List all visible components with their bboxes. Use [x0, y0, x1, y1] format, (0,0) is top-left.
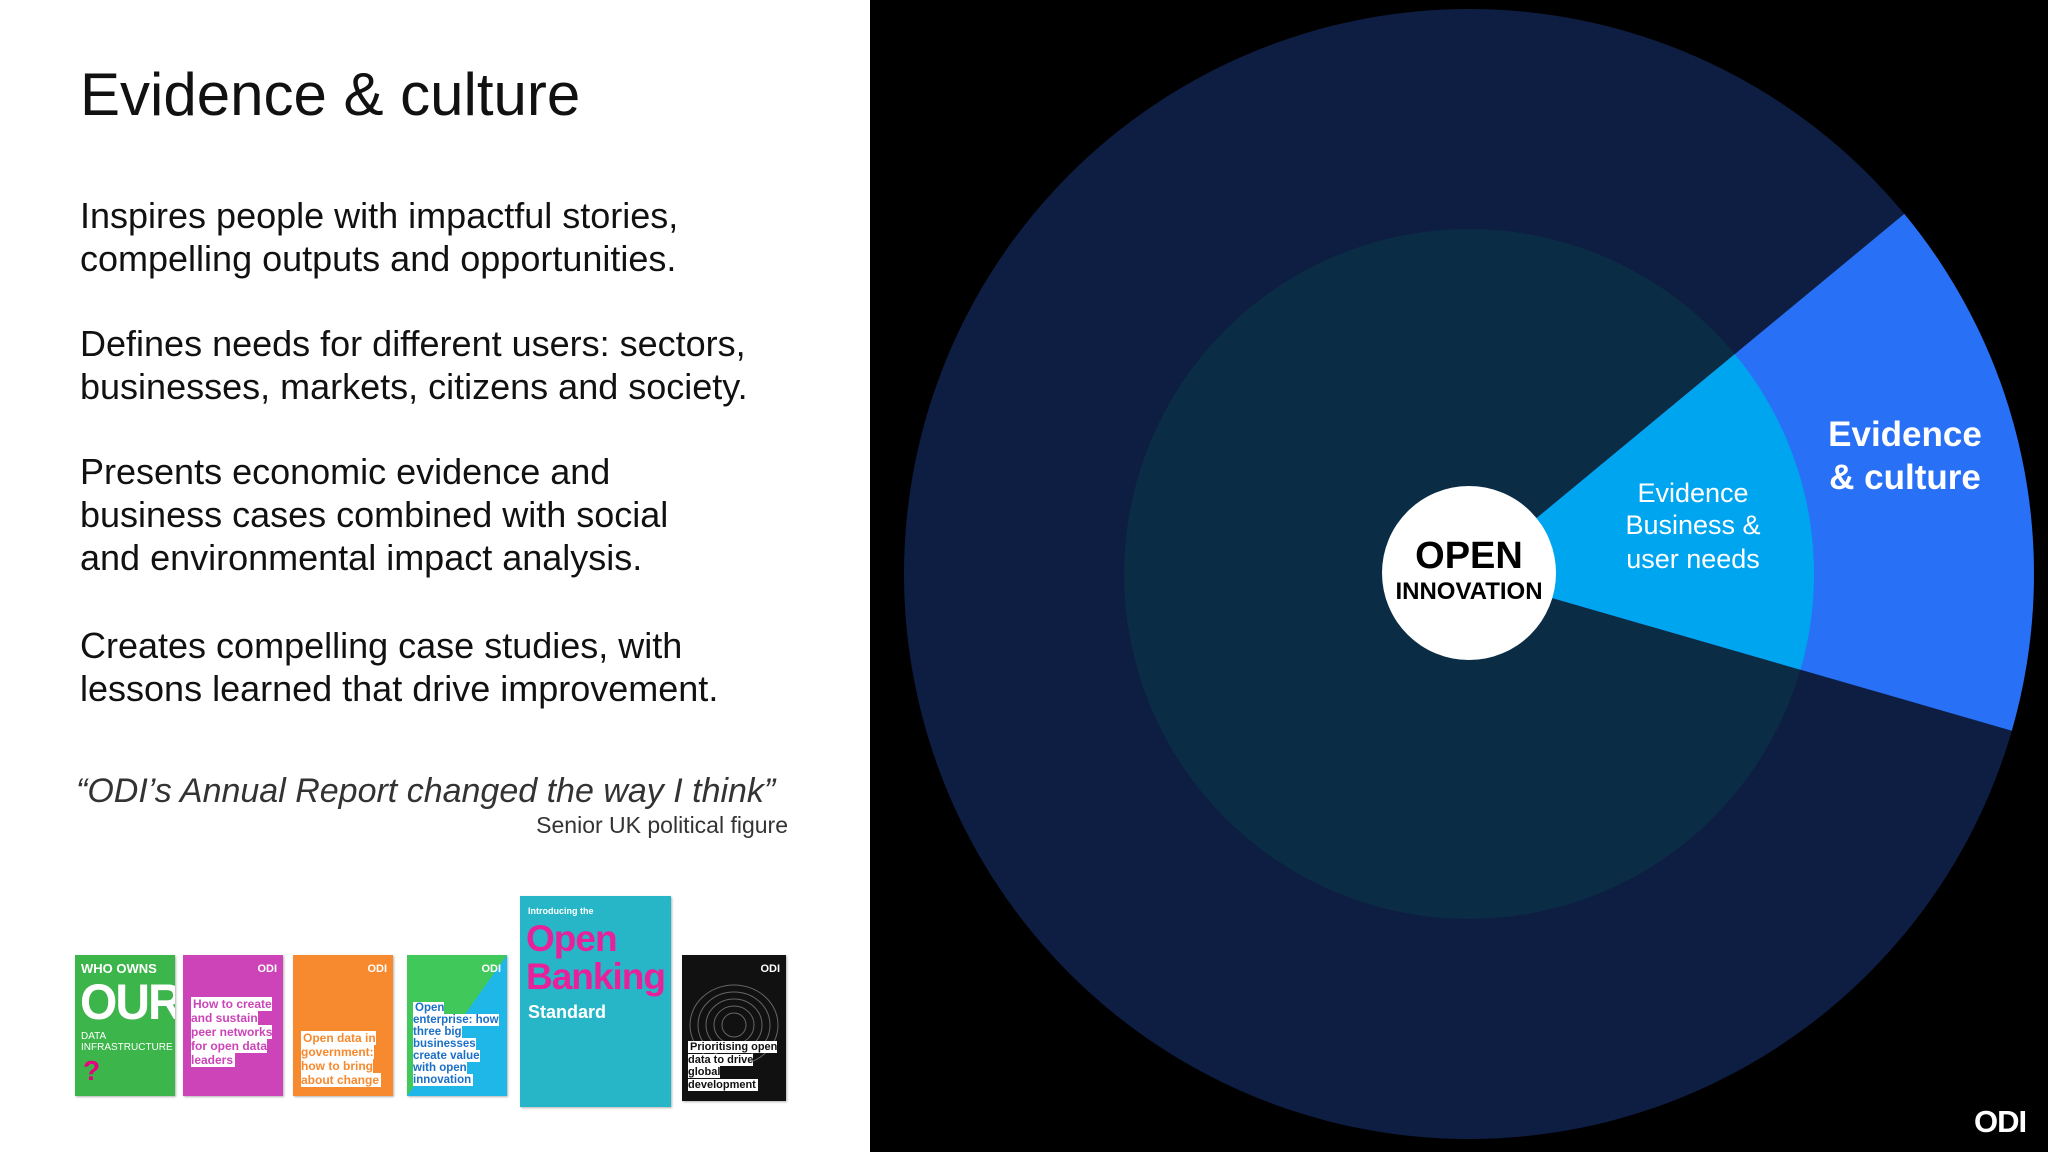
odi-logo: ODI	[367, 963, 387, 975]
open-innovation-center	[1382, 486, 1556, 660]
evidence-business-wedge	[1469, 354, 1815, 670]
cover-text: DATA	[81, 1031, 107, 1042]
paragraph-presents: Presents economic evidence and business …	[80, 450, 840, 579]
cover-text: OUR	[80, 974, 175, 1031]
paragraph-line: Presents economic evidence and	[80, 451, 611, 492]
text-panel: Evidence & culture Inspires people with …	[0, 0, 870, 1152]
paragraph-line: lessons learned that drive improvement.	[80, 668, 719, 709]
slide-title: Evidence & culture	[80, 61, 581, 128]
paragraph-line: businesses, markets, citizens and societ…	[80, 366, 748, 407]
odi-logo: ODI	[1974, 1104, 2027, 1139]
inner-wedge-label-line: Business &	[1625, 510, 1760, 540]
cover-mark: ?	[83, 1055, 101, 1086]
report-cover-open-banking: Introducing the Open Banking Standard	[520, 896, 671, 1107]
odi-logo: ODI	[760, 963, 780, 975]
odi-logo: ODI	[257, 963, 277, 975]
cover-text: INFRASTRUCTURE	[81, 1042, 173, 1053]
outer-wedge-label-line: & culture	[1829, 458, 1981, 497]
paragraph-line: compelling outputs and opportunities.	[80, 238, 677, 279]
paragraph-line: business cases combined with social	[80, 494, 669, 535]
cover-text: Banking	[526, 956, 666, 997]
paragraph-line: and environmental impact analysis.	[80, 537, 643, 578]
report-cover-who-owns-our-data: WHO OWNS OUR DATA INFRASTRUCTURE ?	[75, 955, 175, 1096]
paragraph-line: Inspires people with impactful stories,	[80, 195, 679, 236]
paragraph-line: Defines needs for different users: secto…	[80, 323, 746, 364]
odi-logo: ODI	[481, 963, 501, 975]
center-label-innovation: INNOVATION	[1395, 578, 1542, 605]
report-cover-open-enterprise: ODI Open enterprise: how three big busin…	[407, 955, 507, 1096]
inner-wedge-label-line: user needs	[1626, 544, 1760, 574]
quote: “ODI’s Annual Report changed the way I t…	[76, 772, 776, 810]
cover-text: WHO OWNS	[81, 961, 157, 976]
paragraph-line: Creates compelling case studies, with	[80, 625, 683, 666]
paragraph-defines: Defines needs for different users: secto…	[80, 322, 840, 408]
cover-text: Standard	[528, 1002, 607, 1022]
cover-title: Open Banking	[526, 918, 666, 997]
paragraph-creates: Creates compelling case studies, with le…	[80, 624, 840, 710]
cover-text: Introducing the	[528, 906, 594, 916]
cover-title: Open data in government: how to bring ab…	[301, 1031, 382, 1087]
center-label-open: OPEN	[1415, 535, 1523, 577]
report-cover-peer-networks: ODI How to create and sustain peer netwo…	[183, 955, 283, 1096]
report-cover-prioritising-open-data: ODI Prioritising open data to drive glob…	[682, 955, 786, 1101]
report-cover-open-data-government: ODI Open data in government: how to brin…	[293, 955, 393, 1096]
cover-text: Open	[526, 918, 618, 959]
cover-text: DATA INFRASTRUCTURE	[81, 1031, 173, 1053]
quote-attribution: Senior UK political figure	[536, 812, 788, 838]
outer-wedge-label-line: Evidence	[1828, 415, 1982, 454]
paragraph-inspires: Inspires people with impactful stories, …	[80, 194, 840, 280]
inner-wedge-label-line: Evidence	[1637, 478, 1748, 508]
